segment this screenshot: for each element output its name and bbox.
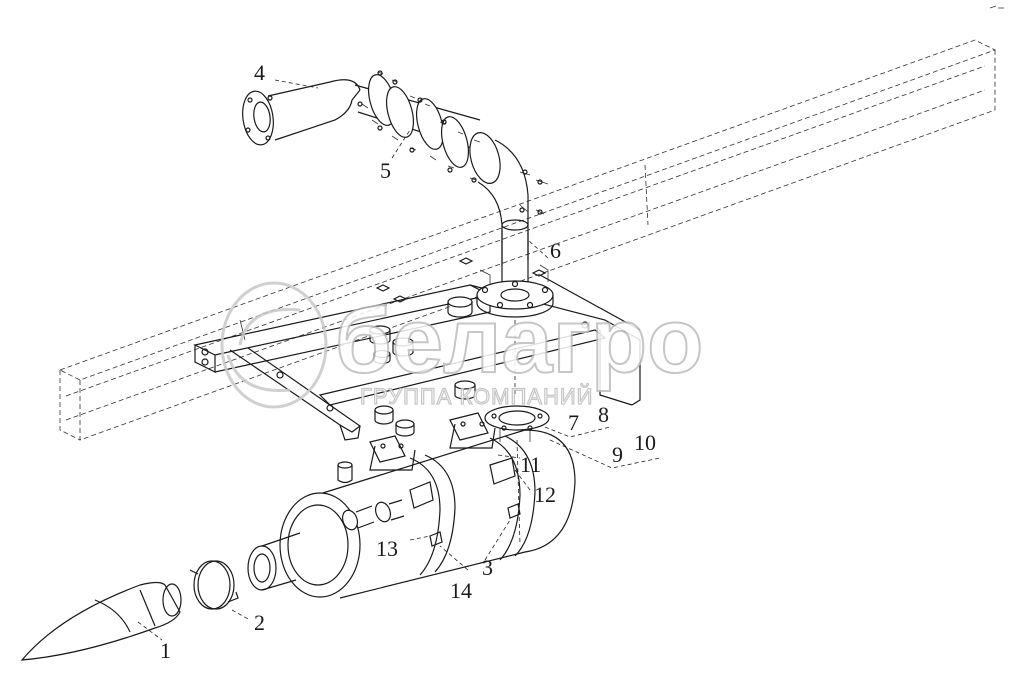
watermark-subtitle: ГРУППА КОМПАНИЙ bbox=[360, 384, 594, 409]
callout-9: 9 bbox=[612, 442, 623, 467]
muffler-clamp-brackets bbox=[369, 412, 496, 471]
callout-8: 8 bbox=[598, 402, 609, 427]
callout-1: 1 bbox=[160, 638, 171, 663]
callout-5: 5 bbox=[380, 158, 391, 183]
outlet-pipe bbox=[247, 532, 301, 591]
callout-labels: 1 2 3 4 5 6 7 8 9 10 11 12 13 14 bbox=[160, 60, 656, 663]
muffler bbox=[279, 412, 576, 599]
pipe-clamp bbox=[189, 560, 239, 610]
callout-14: 14 bbox=[450, 578, 472, 603]
callout-2: 2 bbox=[254, 610, 265, 635]
watermark: белагро ГРУППА КОМПАНИЙ bbox=[220, 281, 704, 410]
inlet-nipples bbox=[337, 461, 405, 531]
callout-12: 12 bbox=[534, 482, 556, 507]
leader-lines bbox=[137, 79, 661, 641]
callout-7: 7 bbox=[568, 410, 579, 435]
belagro-logo-icon bbox=[220, 281, 328, 409]
lower-flange-assembly bbox=[476, 230, 554, 546]
tail-pipe bbox=[20, 581, 182, 661]
callout-6: 6 bbox=[550, 238, 561, 263]
watermark-brand: белагро bbox=[335, 290, 703, 392]
callout-13: 13 bbox=[376, 536, 398, 561]
rubber-mounts bbox=[369, 257, 547, 437]
callout-4: 4 bbox=[254, 60, 265, 85]
callout-3: 3 bbox=[482, 555, 493, 580]
callout-10: 10 bbox=[634, 430, 656, 455]
band-clamps bbox=[409, 457, 521, 547]
corner-mark bbox=[989, 5, 1004, 9]
bolt-set-upper bbox=[357, 70, 481, 183]
callout-11: 11 bbox=[520, 452, 541, 477]
upper-exhaust-pipe bbox=[242, 70, 549, 265]
